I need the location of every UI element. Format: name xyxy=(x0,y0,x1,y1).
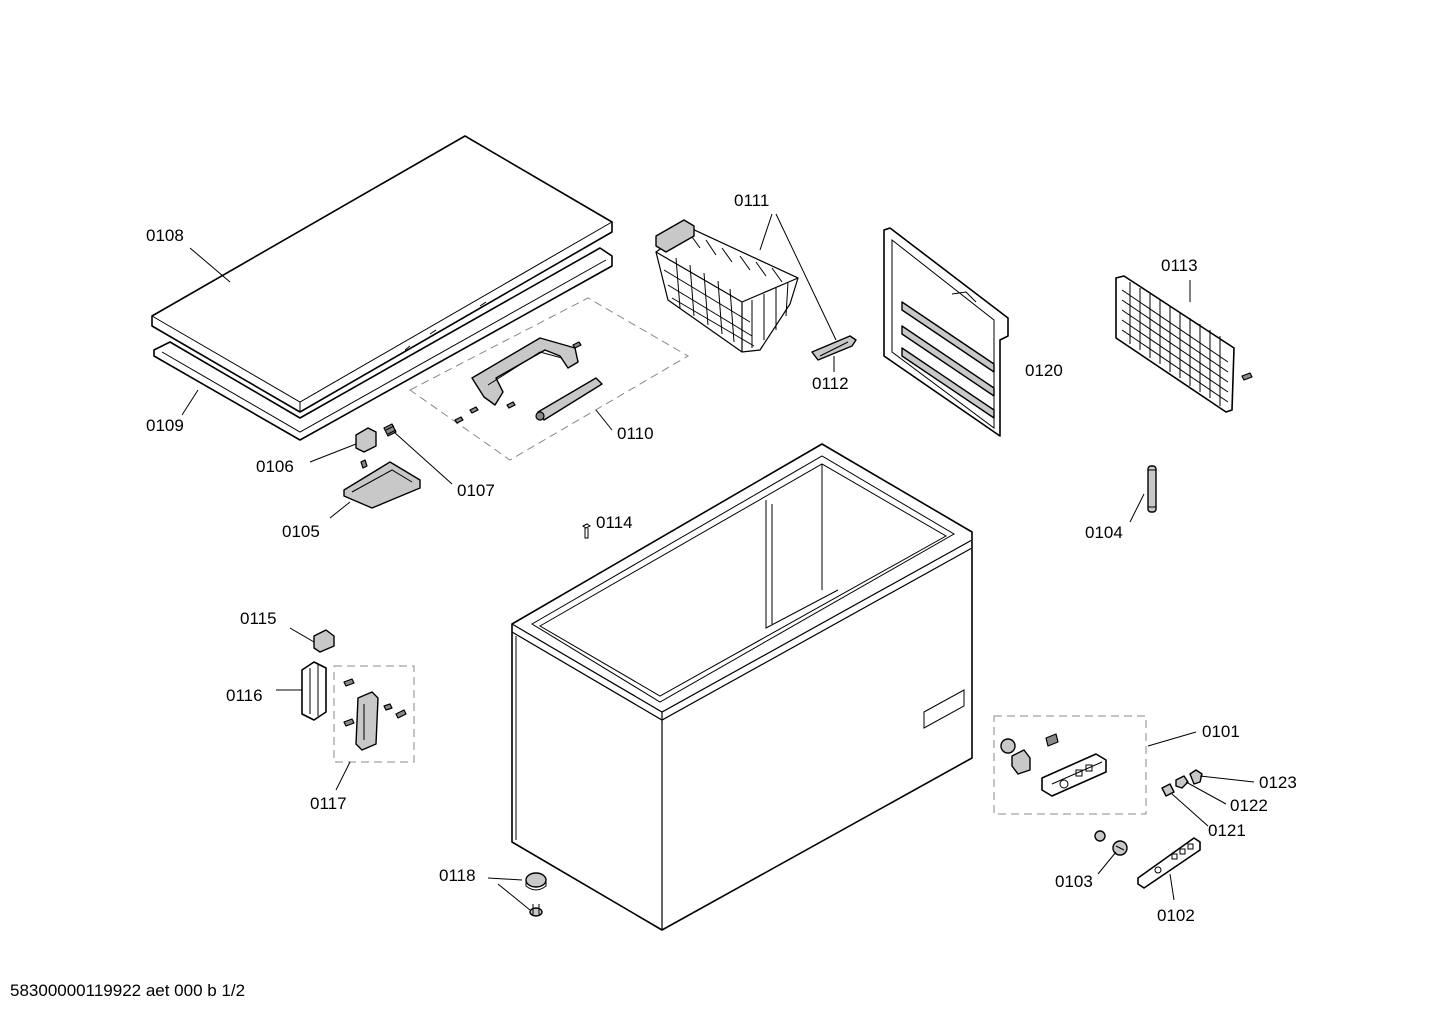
divider-panel-part xyxy=(883,227,1009,437)
pin-part xyxy=(1147,465,1157,513)
label-0104: 0104 xyxy=(1085,523,1123,542)
label-0121: 0121 xyxy=(1208,821,1246,840)
part-labels: 0108 0109 0106 0107 0105 0110 0111 0112 … xyxy=(146,191,1297,925)
label-0112: 0112 xyxy=(812,374,849,393)
control-assembly-group xyxy=(993,715,1147,815)
label-0115: 0115 xyxy=(240,609,277,628)
hinge-cap-part xyxy=(355,427,377,469)
label-0111: 0111 xyxy=(734,191,769,210)
handle-assembly-group xyxy=(409,297,689,461)
label-0116: 0116 xyxy=(226,686,263,705)
label-0123: 0123 xyxy=(1259,773,1297,792)
lid-part xyxy=(151,135,613,413)
leader-lines xyxy=(181,213,1255,911)
label-0108: 0108 xyxy=(146,226,184,245)
label-0117: 0117 xyxy=(310,794,347,813)
basket-hanger-part xyxy=(811,335,857,361)
lock-assembly-group xyxy=(333,665,415,763)
lock-cover-part xyxy=(301,661,327,721)
hinge-cover-part xyxy=(343,461,421,509)
grille-part xyxy=(1115,275,1253,413)
lamp-socket-part xyxy=(1161,783,1175,797)
label-0106: 0106 xyxy=(256,457,294,476)
label-0110: 0110 xyxy=(617,424,654,443)
label-0122: 0122 xyxy=(1230,796,1268,815)
label-0105: 0105 xyxy=(282,522,320,541)
label-0113: 0113 xyxy=(1161,256,1198,275)
small-screw-part xyxy=(582,523,591,539)
wire-basket-part xyxy=(655,219,799,353)
label-0109: 0109 xyxy=(146,416,184,435)
lock-strike-part xyxy=(313,629,335,653)
drawing-code: 58300000119922 aet 000 b 1/2 xyxy=(10,981,246,1000)
freezer-cabinet-part xyxy=(511,443,973,931)
label-0114: 0114 xyxy=(596,513,633,532)
lamp-holder-part xyxy=(1175,775,1189,789)
label-0102: 0102 xyxy=(1157,906,1195,925)
label-0101: 0101 xyxy=(1202,722,1240,741)
lid-gasket-part xyxy=(153,247,613,441)
indicator-lamp-part xyxy=(1189,769,1203,785)
control-panel-part xyxy=(1137,837,1201,889)
label-0118: 0118 xyxy=(439,866,476,885)
label-0120: 0120 xyxy=(1025,361,1063,380)
thermostat-knob-part xyxy=(1094,830,1128,856)
label-0103: 0103 xyxy=(1055,872,1093,891)
label-0107: 0107 xyxy=(457,481,495,500)
hinge-spring-part xyxy=(383,423,397,437)
foot-part xyxy=(525,872,547,917)
